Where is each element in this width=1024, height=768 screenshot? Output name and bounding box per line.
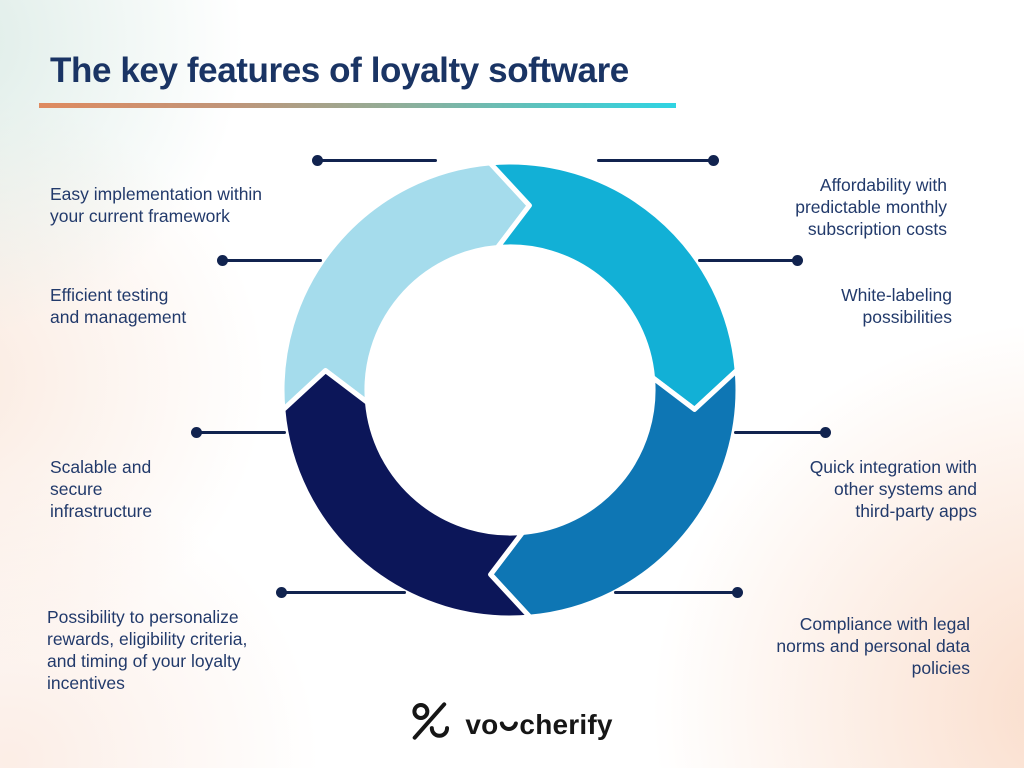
- cycle-segment-top-left: [279, 160, 532, 413]
- feature-label-compliance: Compliance with legal norms and personal…: [776, 614, 970, 678]
- connector-dot: [217, 255, 228, 266]
- connector-dot: [732, 587, 743, 598]
- smile-u-glyph: [499, 721, 518, 731]
- feature-label-scalable-infrastructure: Scalable and secure infrastructure: [50, 457, 153, 521]
- connector-dot: [312, 155, 323, 166]
- connector-dot: [820, 427, 831, 438]
- connector-dot: [708, 155, 719, 166]
- feature-label-easy-implementation: Easy implementation within your current …: [50, 184, 263, 226]
- page-title: The key features of loyalty software: [50, 51, 629, 90]
- feature-label-efficient-testing: Efficient testing and management: [50, 285, 187, 327]
- percent-smile-icon: [412, 702, 450, 740]
- connector-line: [282, 591, 406, 594]
- connector-dot: [191, 427, 202, 438]
- connector-line: [197, 431, 286, 434]
- feature-label-white-labeling: White-labeling possibilities: [841, 285, 952, 327]
- connector-line: [698, 259, 797, 262]
- voucherify-logo: vo cherify: [411, 700, 612, 742]
- wordmark-start: vo: [465, 709, 499, 740]
- title-accent-bar: [39, 103, 676, 108]
- cycle-segment-top-right: [487, 159, 740, 412]
- feature-label-affordability: Affordability with predictable monthly s…: [795, 175, 947, 239]
- cycle-diagram: [279, 159, 741, 621]
- cycle-segment-bottom-right: [488, 367, 741, 620]
- connector-line: [614, 591, 737, 594]
- connector-dot: [792, 255, 803, 266]
- cycle-segment-bottom-left: [280, 368, 533, 621]
- connector-line: [734, 431, 825, 434]
- connector-line: [597, 159, 713, 162]
- connector-dot: [276, 587, 287, 598]
- wordmark-end: cherify: [519, 709, 613, 740]
- connector-line: [223, 259, 322, 262]
- feature-label-quick-integration: Quick integration with other systems and…: [809, 457, 977, 521]
- feature-label-personalization: Possibility to personalize rewards, elig…: [47, 607, 248, 693]
- voucherify-wordmark: vo cherify: [465, 708, 612, 742]
- connector-line: [318, 159, 437, 162]
